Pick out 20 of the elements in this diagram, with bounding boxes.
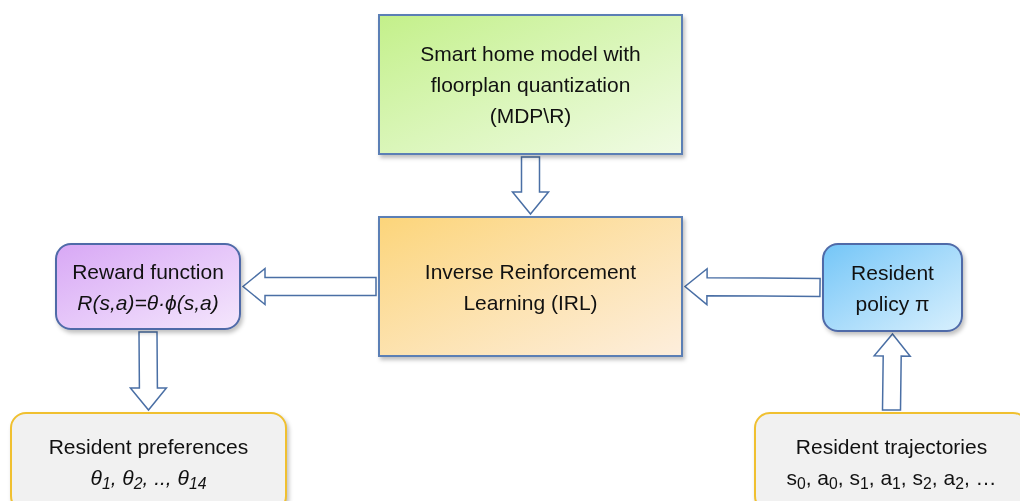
node-text: R(s,a)=θ·ϕ(s,a) [77, 289, 219, 316]
node-text: θ$_{1}$, θ$_{2}$, .., θ$_{14}$ [90, 465, 207, 493]
block-arrow [128, 331, 168, 412]
node-text: Inverse Reinforcement Learning (IRL) [423, 258, 638, 316]
process-box [378, 14, 683, 155]
node-text: Resident trajectories [795, 434, 988, 460]
block-arrow [241, 266, 377, 307]
block-arrow [683, 267, 821, 307]
block-arrow [872, 332, 912, 411]
process-box [378, 216, 683, 357]
node-text: s$_{0}$, a$_{0}$, s$_{1}$, a$_{1}$, s$_{2}$, a$_{2}$, … [786, 465, 997, 493]
process-box [754, 412, 1020, 501]
process-box [10, 412, 287, 501]
node-text: Smart home model with floorplan quantization (MDP\R) [419, 41, 642, 129]
node-text: Reward function [72, 258, 224, 285]
node-text: Resident policy π [850, 259, 935, 317]
block-arrow [510, 156, 551, 216]
process-box [822, 243, 963, 332]
process-box [55, 243, 241, 330]
node-text: Resident preferences [48, 434, 249, 460]
